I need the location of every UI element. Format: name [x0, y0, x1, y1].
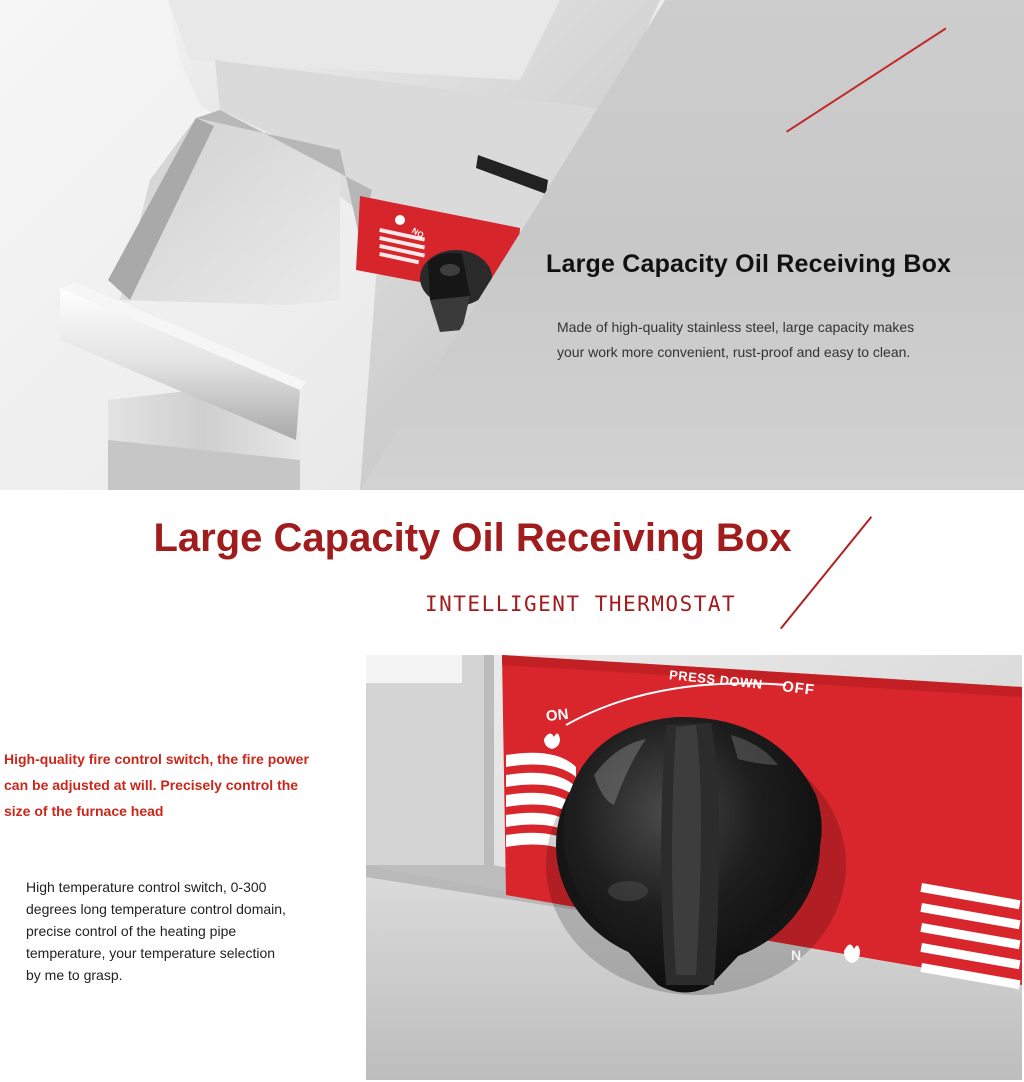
temperature-control-line: temperature, your temperature selection	[26, 945, 276, 961]
temperature-control-line: by me to grasp.	[26, 967, 123, 983]
temperature-control-line: High temperature control switch, 0-300	[26, 879, 267, 895]
thermostat-illustration	[366, 655, 1022, 1080]
top-description-line: Made of high-quality stainless steel, la…	[557, 319, 915, 335]
temperature-control-line: precise control of the heating pipe	[26, 923, 237, 939]
oil-box-section: ON Large Capacity Oil Receiving Box Made…	[0, 0, 1024, 490]
top-description: Made of high-quality stainless steel, la…	[557, 315, 997, 365]
partial-label: N	[791, 947, 802, 963]
top-title: Large Capacity Oil Receiving Box	[546, 250, 952, 278]
banner-title: Large Capacity Oil Receiving Box	[153, 516, 792, 560]
on-label: ON	[545, 705, 570, 726]
flame-icon	[544, 733, 560, 749]
banner-subtitle: INTELLIGENT THERMOSTAT	[425, 592, 737, 616]
fire-control-line: size of the furnace head	[4, 803, 164, 819]
top-description-line: your work more convenient, rust-proof an…	[557, 344, 911, 360]
thermostat-photo: ON PRESS DOWN OFF N	[366, 655, 1022, 1080]
fire-control-line: can be adjusted at will. Precisely contr…	[4, 777, 299, 793]
fire-control-description: High-quality fire control switch, the fi…	[4, 746, 354, 824]
flame-icon	[844, 944, 860, 963]
temperature-control-description: High temperature control switch, 0-300 d…	[26, 876, 356, 986]
temperature-control-line: degrees long temperature control domain,	[26, 901, 286, 917]
fire-control-line: High-quality fire control switch, the fi…	[4, 751, 309, 767]
